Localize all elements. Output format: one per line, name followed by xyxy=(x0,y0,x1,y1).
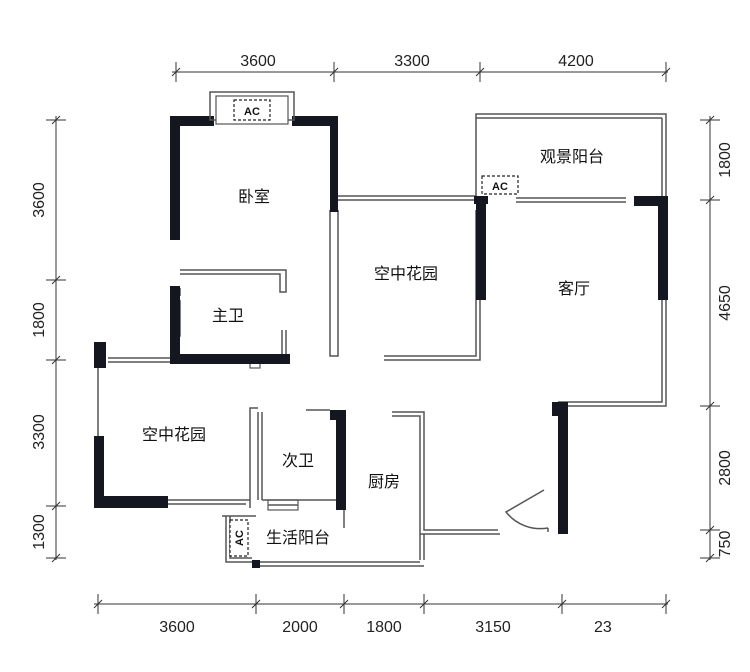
left-dim-1: 3600 xyxy=(31,182,48,218)
ac-top-label: AC xyxy=(244,106,260,118)
ac-service-label: AC xyxy=(234,530,246,546)
bottom-dim-4: 3150 xyxy=(475,619,511,636)
room-label-living-room: 客厅 xyxy=(558,279,590,298)
room-label-master-bath: 主卫 xyxy=(212,306,244,325)
room-label-view-balcony: 观景阳台 xyxy=(540,147,604,166)
right-dim-3: 2800 xyxy=(717,450,734,486)
ac-unit-service: AC xyxy=(229,519,249,557)
right-dim-1: 1800 xyxy=(717,142,734,178)
room-label-service-balcony: 生活阳台 xyxy=(266,528,330,547)
left-dim-4: 1300 xyxy=(31,514,48,550)
left-dim-3: 3300 xyxy=(31,414,48,450)
room-label-sky-garden-center: 空中花园 xyxy=(374,264,438,283)
bottom-dim-1: 3600 xyxy=(159,619,195,636)
right-dim-2: 4650 xyxy=(717,285,734,321)
bottom-dim-5: 23 xyxy=(594,619,612,636)
right-dimension-chain: 1800 4650 2800 750 xyxy=(700,115,734,563)
top-dim-1: 3600 xyxy=(240,53,276,70)
thin-outlines xyxy=(97,113,667,567)
room-label-bedroom: 卧室 xyxy=(238,187,270,206)
ac-balcony-label: AC xyxy=(492,181,508,193)
top-dim-3: 4200 xyxy=(558,53,594,70)
ac-unit-balcony: AC xyxy=(481,175,519,195)
ac-unit-top: AC xyxy=(233,99,271,121)
bottom-dim-3: 1800 xyxy=(366,619,402,636)
room-label-kitchen: 厨房 xyxy=(368,472,400,491)
left-dim-2: 1800 xyxy=(31,302,48,338)
bottom-dim-2: 2000 xyxy=(282,619,318,636)
right-dim-4: 750 xyxy=(717,531,734,558)
top-dimension-chain: 3600 3300 4200 xyxy=(171,53,671,82)
room-label-sky-garden-left: 空中花园 xyxy=(142,425,206,444)
left-dimension-chain: 3600 1800 3300 1300 xyxy=(31,115,66,563)
room-label-secondary-bath: 次卫 xyxy=(282,451,314,470)
bottom-dimension-chain: 3600 2000 1800 3150 23 xyxy=(93,594,671,636)
top-dim-2: 3300 xyxy=(394,53,430,70)
